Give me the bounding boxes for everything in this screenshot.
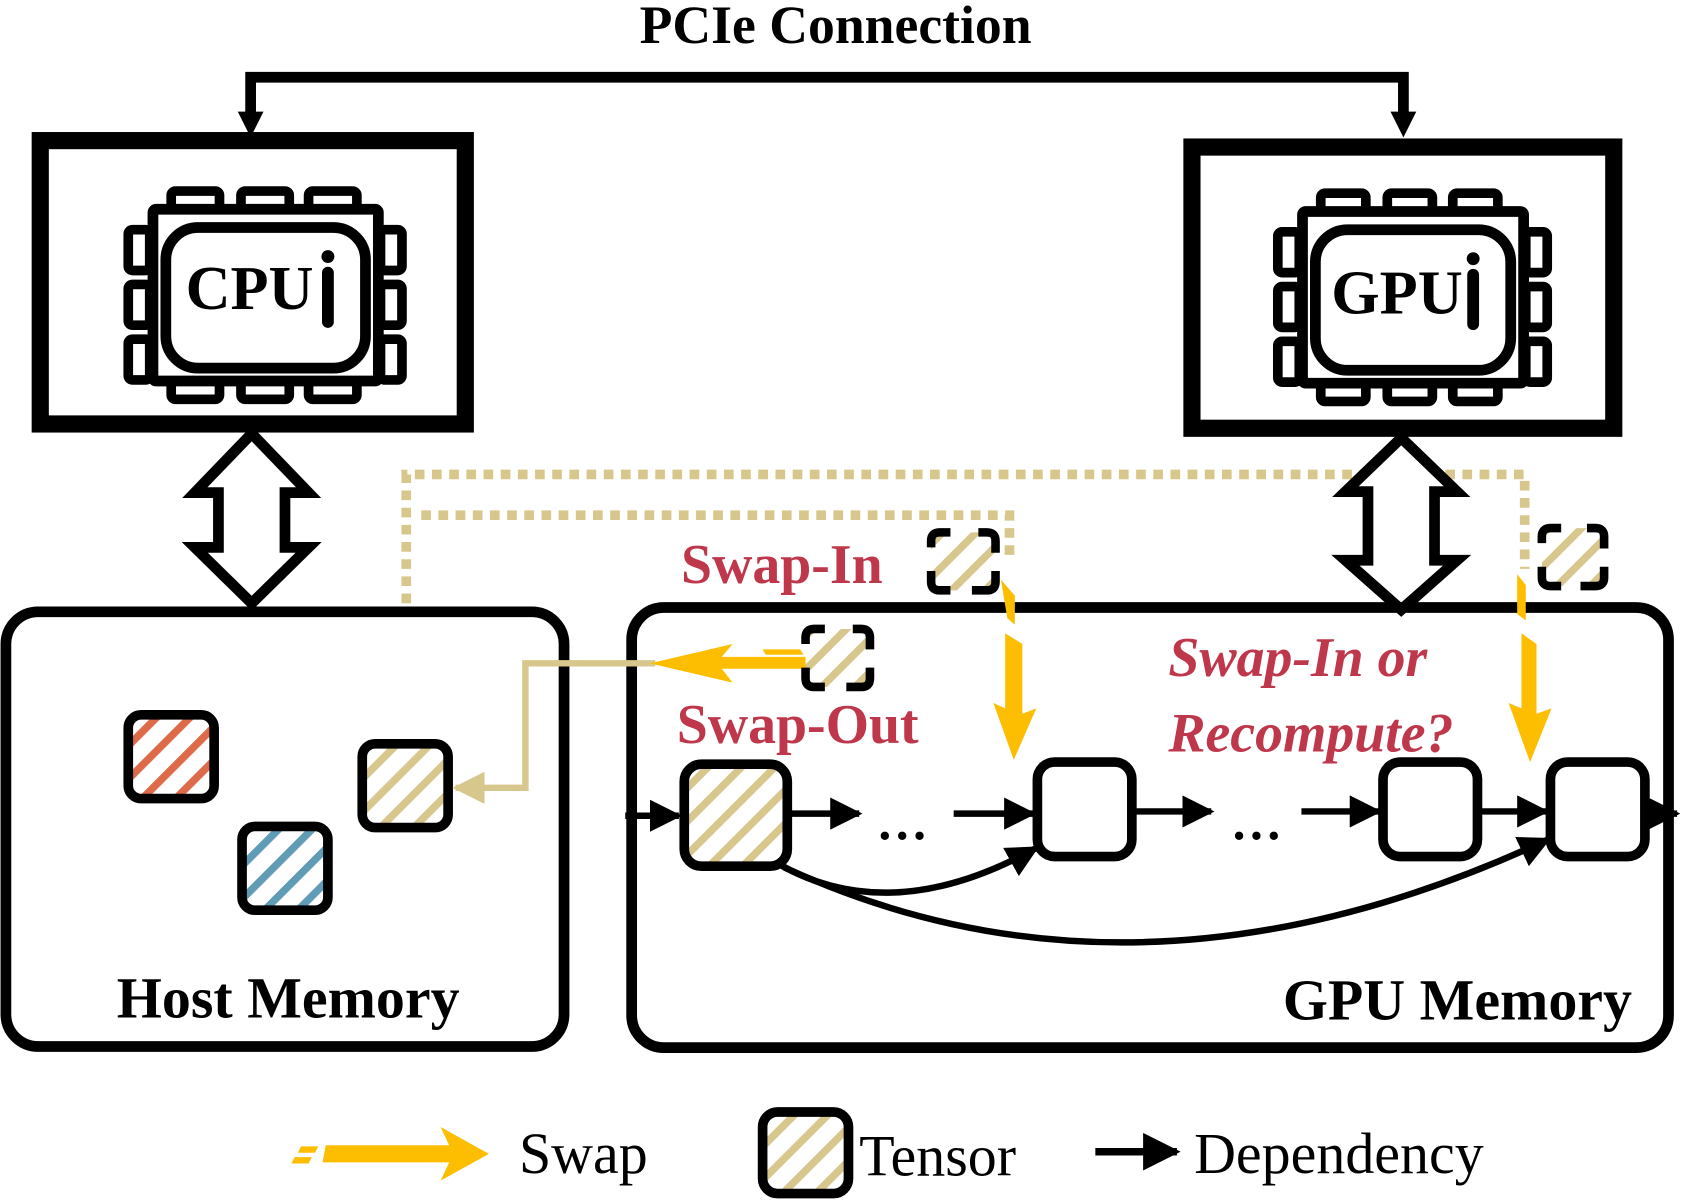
tensor-blue [237,821,333,916]
pcie-connection-arrow [237,71,1417,138]
swap-in-tensor-icon [926,528,1000,595]
op-node [1545,757,1650,862]
swap-in-label: Swap-In [681,534,883,596]
legend-swap-label: Swap [519,1121,648,1186]
computation-graph: … … [625,757,1681,946]
cpu-box: CPU [31,132,474,433]
cpu-host-bidirectional-arrow [181,425,322,611]
swap-in-or-recompute-label-line2: Recompute? [1167,702,1453,764]
ellipsis: … [1231,794,1283,851]
legend-tensor-icon [757,1107,854,1199]
legend-tensor-label: Tensor [859,1123,1016,1188]
gpu-memory: GPU Memory [626,602,1674,1053]
pcie-connection-title: PCIe Connection [640,0,1032,55]
cpu-label: CPU [186,255,314,323]
swap-out-label: Swap-Out [677,694,919,756]
dependency-edge-curved [777,845,1040,896]
dependency-edge-curved [782,836,1552,946]
swap-in-or-recompute-label-line1: Swap-In or [1168,627,1428,689]
legend-dependency-label: Dependency [1194,1121,1484,1186]
recompute-path-dotted [401,469,1530,741]
tensor-tan-swapped [357,738,453,833]
gpu-memory-label: GPU Memory [1283,968,1632,1033]
swap-in-or-recompute-arrow [1508,574,1552,763]
swap-in-or-recompute-tensor-icon [1537,523,1609,591]
op-node [1378,757,1483,862]
gpu-box: GPU [1183,138,1623,437]
gpu-label: GPU [1331,259,1462,327]
legend-swap-icon [291,1127,489,1181]
gpu-memory-bidirectional-arrow [1331,430,1472,617]
gpu-chip-icon: GPU [1272,188,1553,407]
host-memory-label: Host Memory [117,966,460,1031]
op-node [1032,757,1137,862]
ellipsis: … [876,794,928,851]
tensor-red [123,710,219,804]
cpu-chip-icon: CPU [123,186,407,405]
swap-out-tensor-icon [801,624,875,692]
swap-out-arrow [649,644,814,683]
legend: Swap Tensor Dependency [291,1107,1484,1199]
host-memory: Host Memory [0,606,570,1052]
swap-out-path [452,660,656,804]
swap-in-arrow [993,579,1037,760]
tensor-node-swapped [679,759,793,872]
